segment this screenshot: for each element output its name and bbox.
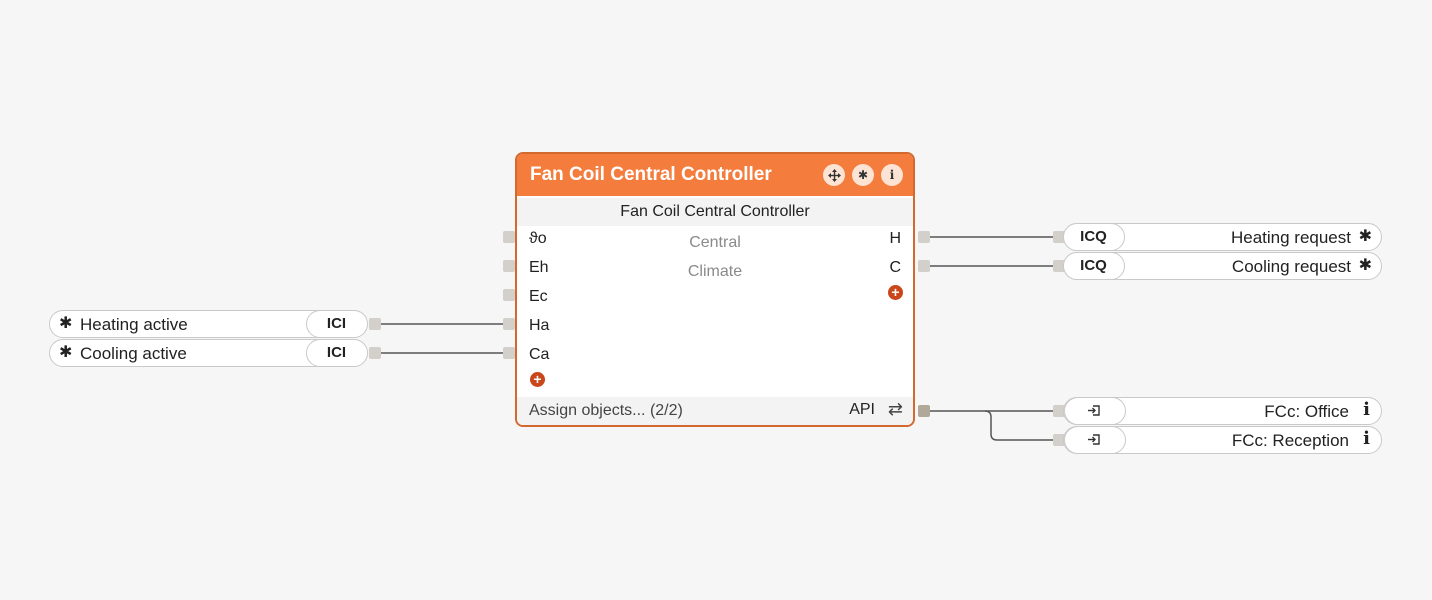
wire-api-reception [984, 410, 1055, 441]
input-label-eh: Eh [529, 259, 549, 276]
block-center-line1: Central [689, 234, 741, 251]
input-port-theta[interactable] [503, 231, 515, 243]
ici-tag: ICI [305, 338, 368, 367]
api-object-label: FCc: Reception [1231, 431, 1349, 450]
login-icon [1064, 396, 1126, 425]
output-port-c[interactable] [918, 260, 930, 272]
fan-coil-central-controller-block[interactable]: Fan Coil Central Controller ✱ i Fan Coil… [515, 152, 915, 427]
input-object-label: Cooling active [80, 344, 187, 363]
input-port-ha[interactable] [503, 318, 515, 330]
api-object-fcc-office[interactable]: FCc: Office i [1063, 396, 1382, 425]
api-port[interactable] [918, 405, 930, 417]
add-output-button[interactable]: + [888, 285, 903, 300]
input-object-label: Heating active [80, 315, 188, 334]
ici-tag: ICI [305, 309, 368, 338]
gear-icon[interactable]: ✱ [59, 344, 73, 361]
input-port-fcc-reception[interactable] [1053, 434, 1065, 446]
info-icon[interactable]: i [881, 164, 903, 186]
output-port-h[interactable] [918, 231, 930, 243]
input-port-eh[interactable] [503, 260, 515, 272]
info-icon[interactable]: i [1363, 399, 1370, 420]
output-object-heating-request[interactable]: ICQ Heating request ✱ [1062, 222, 1382, 251]
input-object-cooling-active[interactable]: ✱ Cooling active ICI [49, 338, 368, 367]
block-center-line2: Climate [687, 263, 743, 280]
input-port-heating-request[interactable] [1053, 231, 1065, 243]
block-title: Fan Coil Central Controller [530, 164, 772, 185]
info-icon[interactable]: i [1363, 428, 1370, 449]
output-port-cooling-active[interactable] [369, 347, 381, 359]
output-object-label: Cooling request [1231, 257, 1351, 276]
api-object-label: FCc: Office [1264, 402, 1349, 421]
input-port-cooling-request[interactable] [1053, 260, 1065, 272]
icq-tag: ICQ [1062, 222, 1125, 251]
output-port-heating-active[interactable] [369, 318, 381, 330]
output-label-h: H [889, 230, 901, 247]
input-label-theta: ϑo [529, 230, 547, 247]
settings-icon[interactable]: ✱ [852, 164, 874, 186]
output-object-label: Heating request [1230, 228, 1351, 247]
input-label-ec: Ec [529, 288, 548, 305]
login-icon [1064, 425, 1126, 454]
block-header[interactable]: Fan Coil Central Controller ✱ i [517, 154, 913, 196]
input-label-ha: Ha [529, 317, 550, 334]
api-object-fcc-reception[interactable]: FCc: Reception i [1063, 425, 1382, 454]
input-port-ec[interactable] [503, 289, 515, 301]
output-label-c: C [889, 259, 901, 276]
output-object-cooling-request[interactable]: ICQ Cooling request ✱ [1062, 251, 1382, 280]
gear-icon[interactable]: ✱ [59, 315, 73, 332]
block-footer: Assign objects... (2/2) API ⇄ [517, 397, 913, 425]
input-port-ca[interactable] [503, 347, 515, 359]
add-input-button[interactable]: + [530, 372, 545, 387]
gear-icon[interactable]: ✱ [1358, 257, 1372, 274]
gear-icon[interactable]: ✱ [1358, 228, 1372, 245]
api-label: API [849, 401, 875, 418]
icq-tag: ICQ [1062, 251, 1125, 280]
input-port-fcc-office[interactable] [1053, 405, 1065, 417]
input-label-ca: Ca [529, 346, 550, 363]
block-subtitle: Fan Coil Central Controller [517, 198, 913, 226]
assign-objects-link[interactable]: Assign objects... (2/2) [529, 402, 683, 419]
api-exchange-icon[interactable]: ⇄ [887, 399, 903, 419]
move-icon[interactable] [823, 164, 845, 186]
input-object-heating-active[interactable]: ✱ Heating active ICI [49, 309, 368, 338]
